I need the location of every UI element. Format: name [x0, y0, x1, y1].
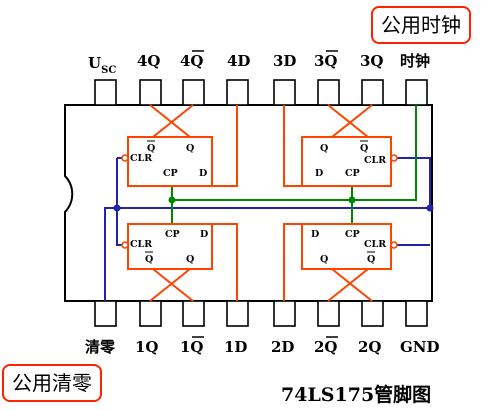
- top-pin-label-clock: 时钟: [400, 52, 430, 70]
- ff2-clr-bubble: [390, 241, 398, 249]
- clock-line: [171, 105, 417, 224]
- pin-4: [226, 300, 249, 327]
- ff1-d-label: D: [200, 229, 208, 240]
- bottom-pin-label-1qbar: 1Q: [180, 338, 204, 356]
- ff3-d-label: D: [315, 168, 323, 179]
- clr-bubbles: [121, 154, 398, 249]
- top-pin-label-4d: 4D: [227, 52, 250, 70]
- ff4-box: [127, 136, 213, 187]
- top-pin-label-3q: 3Q: [360, 52, 384, 70]
- top-pin-label-4qbar: 4Q: [180, 52, 204, 70]
- ff4-clr-bubble: [121, 154, 129, 162]
- pin-6: [317, 300, 340, 327]
- ff3-clr-label: CLR: [364, 155, 386, 166]
- bottom-pin-label-1q: 1Q: [135, 338, 159, 356]
- ff2-labels: D CP CLR Q Q: [311, 229, 386, 265]
- ff3-clr-bubble: [390, 154, 398, 162]
- bottom-pin-stubs: [94, 300, 428, 327]
- ff4-clr-label: CLR: [130, 153, 152, 164]
- ff3-cp-label: CP: [345, 168, 360, 179]
- top-pin-label-4q: 4Q: [137, 52, 161, 70]
- clear-junction-right: [426, 204, 434, 212]
- bottom-pin-label-gnd: GND: [400, 338, 440, 356]
- ff2-d-label: D: [311, 229, 319, 240]
- bottom-pin-label-2qbar: 2Q: [314, 338, 338, 356]
- top-pin-stubs: [94, 79, 428, 106]
- ff3-qbar-label: Q: [360, 143, 368, 154]
- top-pin-label-3qbar: 3Q: [314, 52, 338, 70]
- ff1-cp-label: CP: [165, 229, 180, 240]
- pin-8: [405, 300, 428, 327]
- pin-9: [405, 79, 428, 106]
- pin-1: [94, 300, 117, 327]
- clear-callout: 公用清零: [2, 364, 102, 402]
- ff3-box: [301, 136, 392, 187]
- top-pin-label-3d: 3D: [273, 52, 296, 70]
- pin-10: [361, 79, 384, 106]
- top-pin-label-vcc: USC: [88, 54, 116, 76]
- pin-13: [226, 79, 249, 106]
- pin-5: [273, 300, 296, 327]
- ff2-q-label: Q: [320, 254, 328, 265]
- ff4-labels: Q Q CLR CP D: [130, 140, 207, 179]
- pin-7: [361, 300, 384, 327]
- bottom-pin-labels: 清零 1Q 1Q 1D 2D 2Q 2Q GND: [85, 336, 440, 356]
- ff1-labels: CP D CLR Q Q: [130, 229, 208, 265]
- bottom-pin-label-clear: 清零: [85, 338, 116, 356]
- clock-junction-right: [348, 196, 356, 204]
- bottom-pin-label-1d: 1D: [224, 338, 247, 356]
- ff4-d-label: D: [199, 168, 207, 179]
- ff2-clr-label: CLR: [364, 239, 386, 250]
- flipflop-boxes: [127, 136, 392, 270]
- ff1-box: [127, 223, 213, 270]
- bottom-pin-label-2d: 2D: [271, 338, 294, 356]
- ff3-q-label: Q: [320, 143, 328, 154]
- ff4-cp-label: CP: [163, 168, 178, 179]
- ff2-cp-label: CP: [345, 229, 360, 240]
- ff1-clr-label: CLR: [130, 239, 152, 250]
- top-pin-labels: USC 4Q 4Q 4D 3D 3Q 3Q 时钟: [88, 50, 430, 76]
- pin-11: [317, 79, 340, 106]
- clock-callout: 公用时钟: [371, 6, 471, 44]
- clear-junction-left: [113, 204, 121, 212]
- ff1-clr-bubble: [121, 241, 129, 249]
- flipflop-wiring: [149, 104, 373, 302]
- pin-14: [182, 79, 205, 106]
- chip-body: [64, 104, 433, 302]
- ff1-q-label: Q: [186, 254, 194, 265]
- ff2-qbar-label: Q: [367, 254, 375, 265]
- ff4-qbar-label: Q: [147, 143, 155, 154]
- clock-junction-left: [168, 196, 176, 204]
- pin-16: [94, 79, 117, 106]
- ff1-qbar-label: Q: [145, 254, 153, 265]
- pin-15: [139, 79, 162, 106]
- bottom-pin-label-2q: 2Q: [358, 338, 382, 356]
- ff3-labels: Q Q CLR D CP: [315, 140, 386, 179]
- ff4-q-label: Q: [186, 143, 194, 154]
- pin-12: [273, 79, 296, 106]
- pin-3: [182, 300, 205, 327]
- diagram-title: 74LS175管脚图: [281, 384, 432, 406]
- pin-2: [139, 300, 162, 327]
